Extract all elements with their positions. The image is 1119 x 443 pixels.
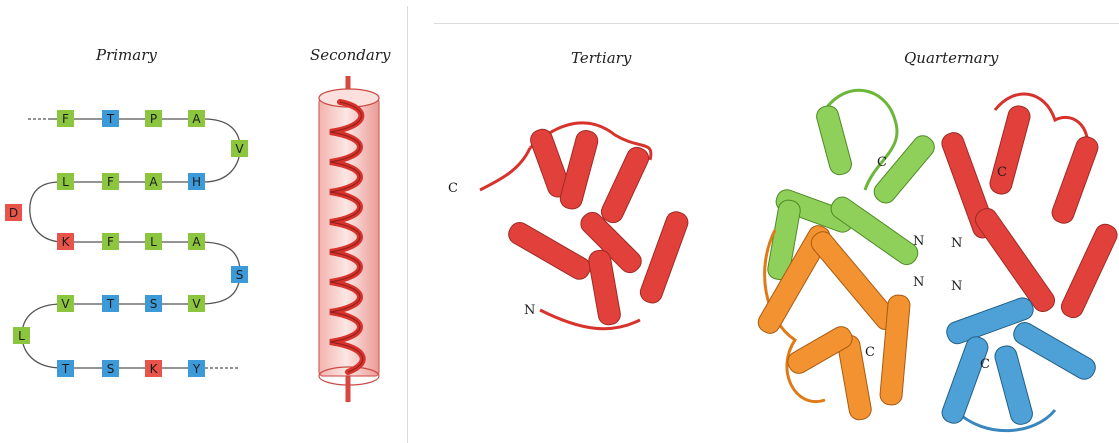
residue-label: P [150, 112, 157, 126]
quaternary-label: N [913, 275, 924, 290]
residue-label: V [61, 297, 70, 311]
primary-structure-diagram: F T P A V L F A H D K F L A S V T S V L … [0, 0, 300, 443]
quaternary-structure-diagram: C C N N N N C C [755, 80, 1119, 443]
red-helix [972, 205, 1059, 316]
residue-label: S [236, 268, 244, 282]
residue-label: F [62, 112, 69, 126]
residue-label: L [62, 175, 69, 189]
quaternary-label: N [951, 236, 962, 251]
residue-label: T [106, 112, 115, 126]
heading-quaternary: Quarternary [904, 49, 998, 67]
residue-label: S [107, 362, 115, 376]
quaternary-label: N [951, 279, 962, 294]
red-helix [1049, 134, 1100, 226]
residue-label: A [149, 175, 158, 189]
blue-helix [939, 334, 990, 426]
tertiary-helix [598, 144, 652, 226]
tertiary-n-label: N [524, 303, 535, 318]
secondary-structure-diagram [300, 70, 400, 410]
residue-label: S [150, 297, 158, 311]
residue-label: F [107, 175, 114, 189]
red-helix [988, 104, 1033, 197]
green-helix [814, 104, 853, 177]
quaternary-label: C [877, 155, 887, 170]
subunit-green [766, 90, 938, 281]
residue-label: T [106, 297, 115, 311]
subunit-red [939, 94, 1119, 321]
tertiary-c-label: C [448, 181, 458, 196]
blue-helix [1010, 319, 1099, 383]
red-helix [1058, 221, 1119, 321]
residue-label: V [192, 297, 201, 311]
residue-label: Y [192, 362, 201, 376]
quaternary-label: C [997, 165, 1007, 180]
residue-label: D [9, 206, 18, 220]
tertiary-c-tail [480, 148, 530, 190]
quaternary-label: C [865, 345, 875, 360]
panel-divider [407, 6, 408, 443]
heading-tertiary: Tertiary [571, 49, 631, 67]
heading-secondary: Secondary [310, 46, 390, 64]
residue-label: A [192, 112, 201, 126]
residue-label: F [107, 235, 114, 249]
blue-loop [955, 410, 1055, 431]
quaternary-label: N [913, 234, 924, 249]
residue-label: A [192, 235, 201, 249]
residue-label: T [61, 362, 70, 376]
residue-label: K [62, 235, 71, 249]
residue-label: K [150, 362, 159, 376]
blue-helix [993, 344, 1035, 427]
tertiary-helix [638, 209, 691, 306]
tertiary-helix [505, 219, 594, 283]
residue-label: V [235, 142, 244, 156]
residue-label: H [192, 175, 201, 189]
tertiary-structure-diagram: C N [440, 100, 720, 360]
residue-label: L [150, 235, 157, 249]
top-rule [434, 23, 1119, 24]
quaternary-label: C [980, 357, 990, 372]
tertiary-n-tail [540, 310, 640, 329]
residue-label: L [18, 329, 25, 343]
